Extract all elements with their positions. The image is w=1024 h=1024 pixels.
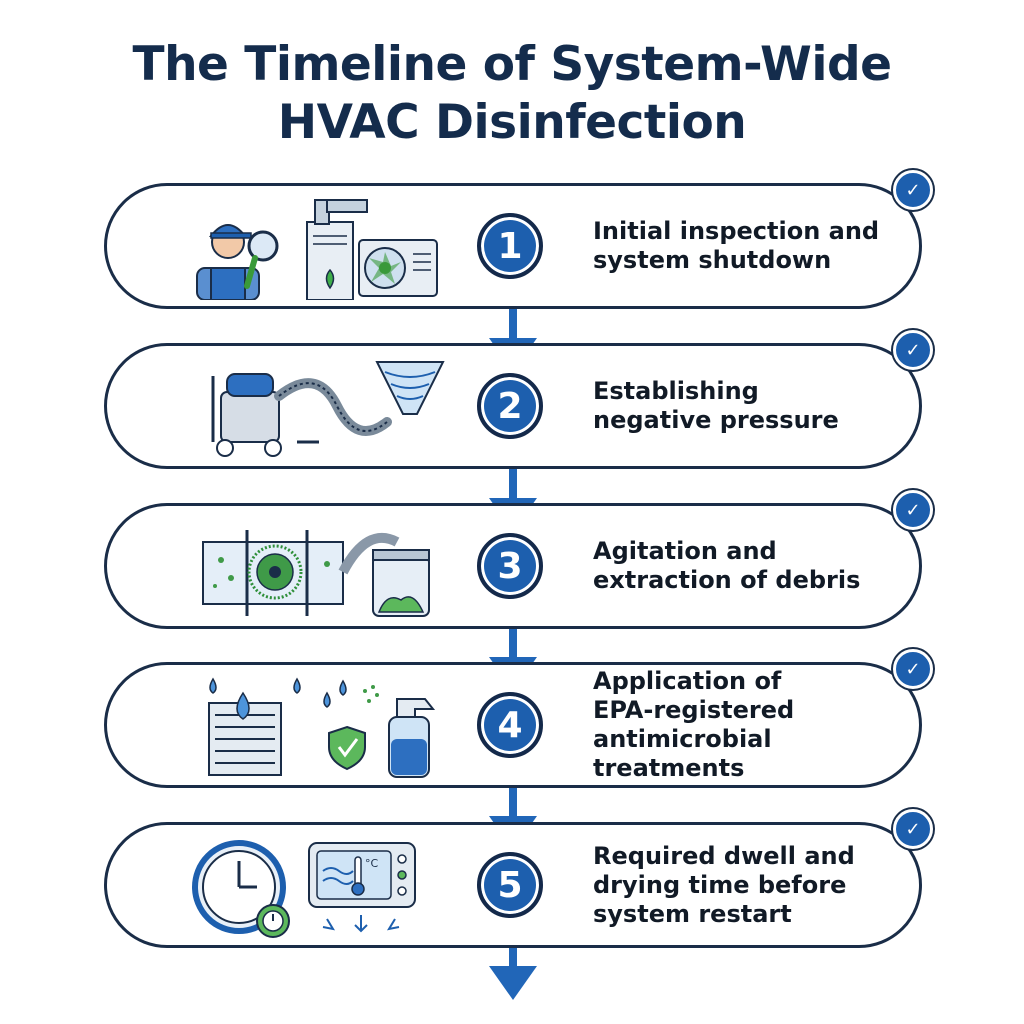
check-icon: ✓ [893,649,933,689]
check-icon: ✓ [893,170,933,210]
clock-thermostat-icon: °C [187,835,447,939]
page-title-line-1: The Timeline of System-Wide [132,37,892,92]
step-card-3: ✓ Agitation and extraction of debris [104,490,933,629]
thermostat-unit-label: °C [365,857,379,870]
step-text-3: Agitation and extraction of debris [593,537,861,594]
step-text-4: Application of EPA-registered antimicrob… [593,667,795,782]
page-title-line-2: HVAC Disinfection [277,95,747,150]
step-text-2: Establishing negative pressure [593,377,839,434]
timeline-arrow-end [489,966,537,1000]
step-number-1: 1 [477,213,543,279]
page-title: The Timeline of System-Wide HVAC Disinfe… [0,36,1024,152]
step-number-4: 4 [477,692,543,758]
duct-brush-extraction-icon [187,516,447,620]
check-icon: ✓ [893,809,933,849]
check-icon: ✓ [893,330,933,370]
check-icon: ✓ [893,490,933,530]
step-number-2: 2 [477,373,543,439]
step-number-5: 5 [477,852,543,918]
antimicrobial-spray-icon [187,675,447,779]
vacuum-negative-pressure-icon [187,356,447,460]
step-text-5: Required dwell and drying time before sy… [593,841,855,928]
step-text-1: Initial inspection and system shutdown [593,217,880,274]
technician-inspection-icon [187,196,447,300]
step-number-3: 3 [477,533,543,599]
